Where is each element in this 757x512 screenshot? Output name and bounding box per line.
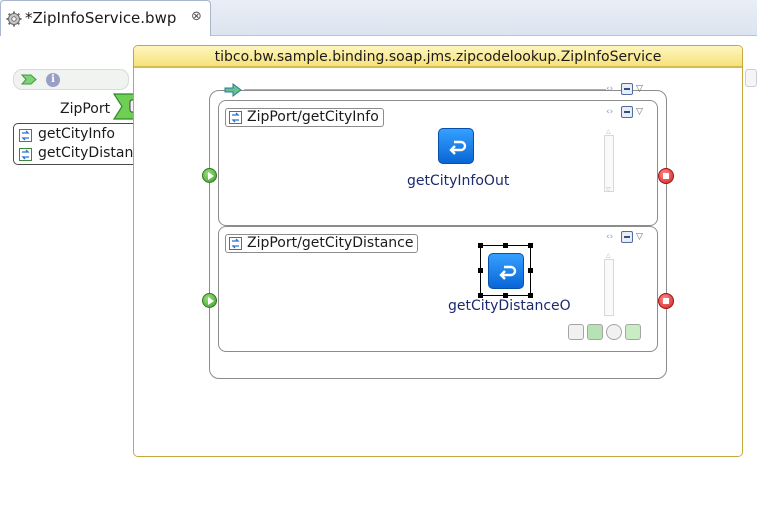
reply-activity-getcitydistanceout[interactable]: [488, 253, 524, 289]
resize-handle[interactable]: [528, 293, 533, 298]
reply-icon: [449, 140, 467, 155]
scope-label-text: ZipPort/getCityInfo: [247, 109, 379, 125]
resize-handle[interactable]: [528, 268, 533, 273]
scroll-down-icon[interactable]: ▽: [606, 186, 611, 193]
resize-handle[interactable]: [478, 243, 483, 248]
editor-tab-bar: *ZipInfoService.bwp ⊗: [0, 0, 757, 37]
scope-label[interactable]: ZipPort/getCityDistance: [225, 234, 419, 253]
scope-getcityinfo[interactable]: ZipPort/getCityInfo: [218, 100, 658, 226]
start-icon[interactable]: [202, 168, 217, 183]
start-icon[interactable]: [202, 293, 217, 308]
chevron-down-icon[interactable]: ▽: [636, 232, 643, 242]
info-icon[interactable]: i: [46, 73, 60, 87]
scroll-stub[interactable]: [745, 69, 757, 87]
reply-icon: [499, 265, 517, 280]
scope-scrollbar[interactable]: [604, 259, 614, 316]
collapse-arrows-icon[interactable]: ‹›: [606, 232, 614, 242]
operation-icon: [19, 129, 32, 142]
operation-icon: [229, 111, 242, 124]
operation-label: getCityInfo: [38, 126, 115, 142]
stop-icon[interactable]: [658, 293, 674, 309]
editor-tab-title: *ZipInfoService.bwp: [25, 9, 177, 27]
editor-tab[interactable]: *ZipInfoService.bwp ⊗: [0, 0, 211, 37]
scroll-up-icon[interactable]: △: [606, 128, 611, 135]
resize-handle[interactable]: [503, 293, 508, 298]
service-title: tibco.bw.sample.binding.soap.jms.zipcode…: [134, 46, 742, 68]
resize-handle[interactable]: [503, 243, 508, 248]
operation-icon: [229, 237, 242, 250]
chevron-down-icon[interactable]: ▽: [636, 84, 643, 94]
minimize-button[interactable]: [621, 83, 633, 95]
scope-controls: ‹› ▽: [606, 106, 646, 118]
operation-label: getCityDistance: [38, 145, 150, 161]
scope-label[interactable]: ZipPort/getCityInfo: [225, 108, 384, 127]
link-icon[interactable]: [606, 324, 622, 340]
green-arrow-icon[interactable]: [21, 74, 37, 85]
reply-activity-getcityinfoout[interactable]: [438, 128, 474, 164]
scroll-up-icon[interactable]: △: [606, 252, 611, 259]
activity-label: getCityDistanceO: [448, 298, 571, 314]
resize-handle[interactable]: [478, 268, 483, 273]
scope-scrollbar[interactable]: [604, 135, 614, 192]
gear-icon: [6, 11, 22, 27]
minimize-button[interactable]: [621, 231, 633, 243]
process-connector-line: [244, 89, 606, 90]
process-controls: ‹› ▽: [606, 83, 646, 95]
scope-controls: ‹› ▽: [606, 231, 646, 243]
operation-icon: [19, 148, 32, 161]
scope-label-text: ZipPort/getCityDistance: [247, 235, 414, 251]
settings-gear-icon[interactable]: [568, 324, 584, 340]
minimize-button[interactable]: [621, 106, 633, 118]
resize-handle[interactable]: [528, 243, 533, 248]
close-icon[interactable]: ⊗: [191, 9, 202, 24]
collapse-arrows-icon[interactable]: ‹›: [606, 107, 614, 117]
activity-label: getCityInfoOut: [407, 173, 510, 189]
add-icon[interactable]: [625, 324, 641, 340]
collapse-arrows-icon[interactable]: ‹›: [606, 84, 614, 94]
resize-handle[interactable]: [478, 293, 483, 298]
activity-mini-toolbar: [565, 322, 645, 342]
scope-getcitydistance[interactable]: ZipPort/getCityDistance: [218, 226, 658, 352]
port-palette: i: [13, 69, 129, 90]
stop-icon[interactable]: [658, 168, 674, 184]
green-arrow-icon[interactable]: [587, 324, 603, 340]
process-entry-arrow-icon: [224, 83, 242, 97]
zipport-label: ZipPort: [60, 101, 111, 117]
chevron-down-icon[interactable]: ▽: [636, 107, 643, 117]
